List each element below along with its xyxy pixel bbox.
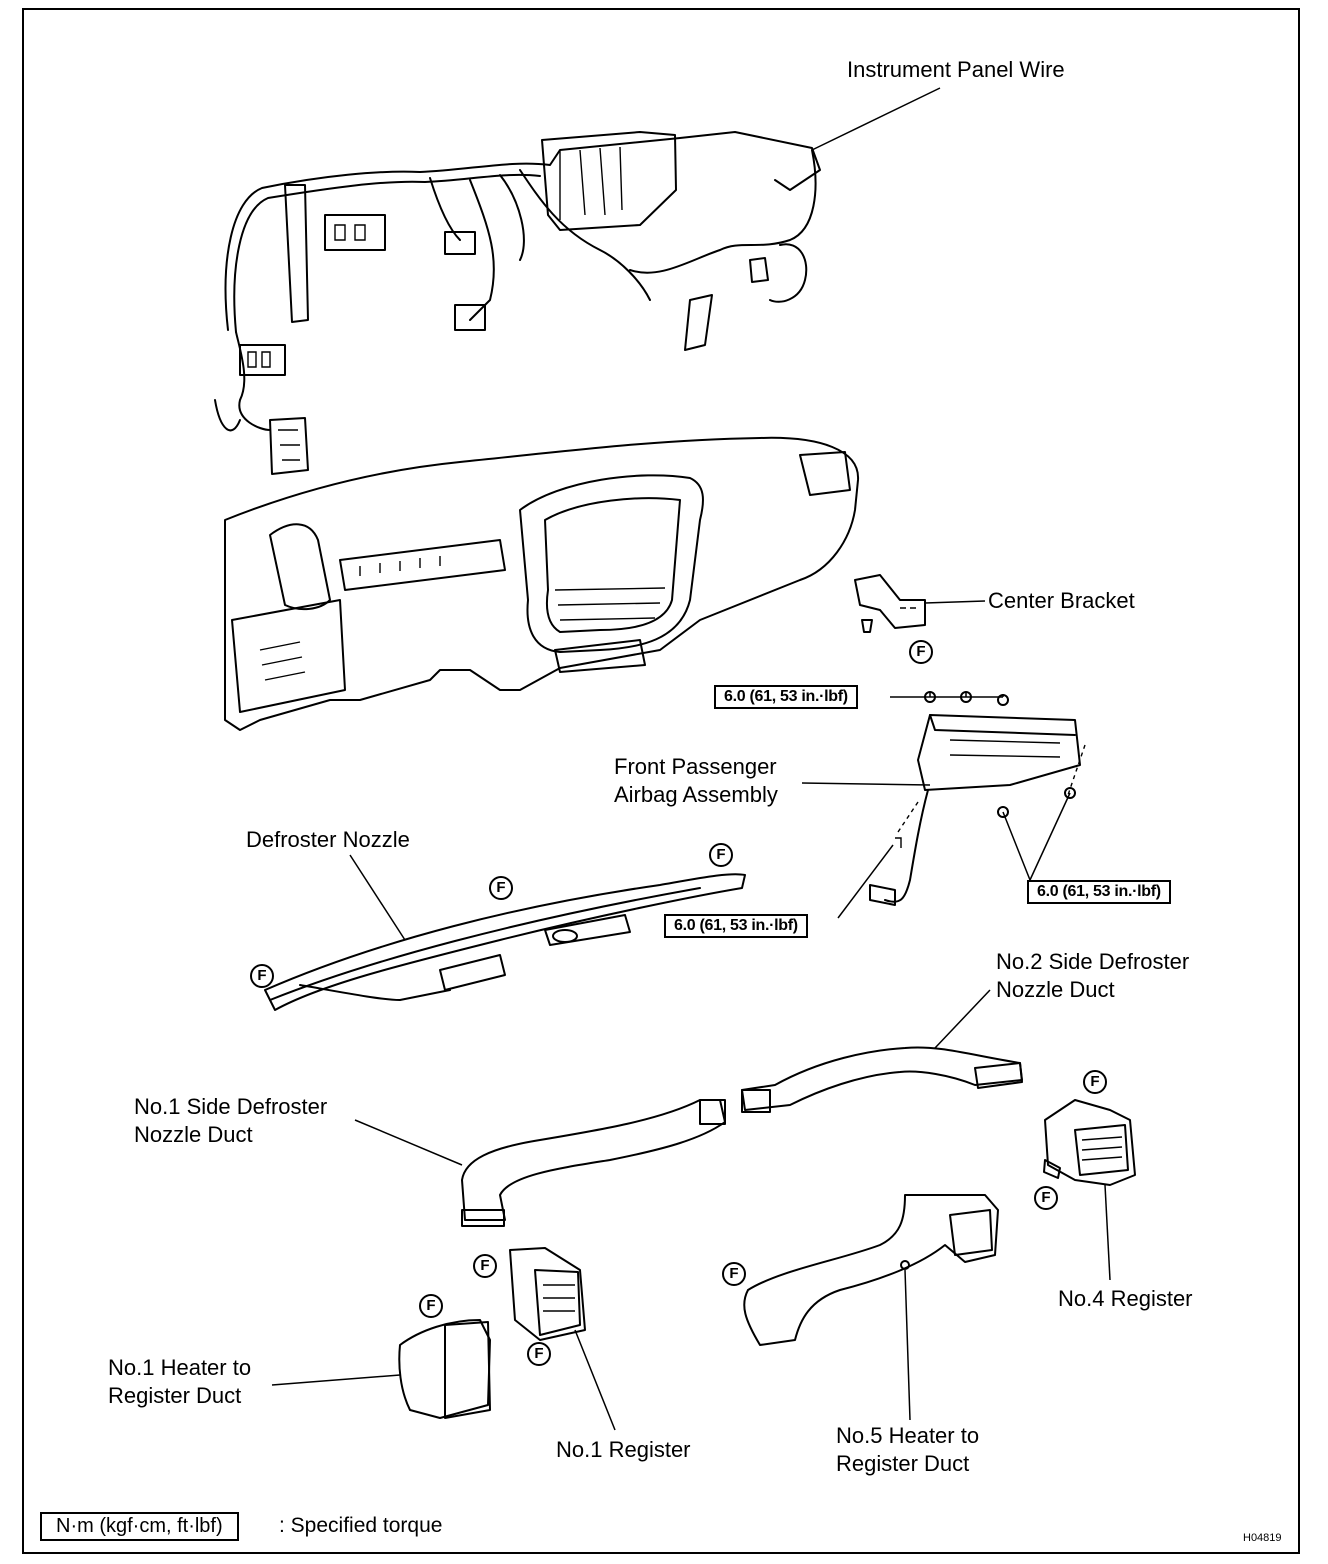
label-no2-side-defroster-line1: No.2 Side Defroster bbox=[996, 949, 1190, 974]
figure-code: H04819 bbox=[1243, 1532, 1282, 1544]
clip-marker: F bbox=[1034, 1186, 1058, 1210]
instrument-panel-wire-drawing bbox=[214, 131, 821, 475]
label-no2-side-defroster-line2: Nozzle Duct bbox=[996, 977, 1115, 1002]
label-no1-register: No.1 Register bbox=[556, 1437, 691, 1462]
label-center-bracket: Center Bracket bbox=[988, 588, 1135, 613]
no2-side-defroster-duct-drawing bbox=[741, 989, 1023, 1113]
clip-marker: F bbox=[527, 1342, 551, 1366]
torque-spec-top: 6.0 (61, 53 in.·lbf) bbox=[714, 685, 858, 709]
label-no1-side-defroster-line2: Nozzle Duct bbox=[134, 1122, 253, 1147]
label-no5-heater-duct-line2: Register Duct bbox=[836, 1451, 970, 1476]
no1-side-defroster-duct-drawing bbox=[354, 1099, 726, 1227]
figure-frame bbox=[22, 8, 1300, 1554]
center-bracket-drawing bbox=[854, 574, 986, 633]
clip-marker: F bbox=[489, 876, 513, 900]
airbag-assembly-drawing bbox=[801, 691, 1086, 919]
label-no1-side-defroster-line1: No.1 Side Defroster bbox=[134, 1094, 328, 1119]
clip-marker: F bbox=[419, 1294, 443, 1318]
clip-marker: F bbox=[709, 843, 733, 867]
clip-marker: F bbox=[722, 1262, 746, 1286]
label-no5-heater-duct-line1: No.5 Heater to bbox=[836, 1423, 980, 1448]
clip-marker: F bbox=[250, 964, 274, 988]
torque-spec-right: 6.0 (61, 53 in.·lbf) bbox=[1027, 880, 1171, 904]
clip-marker: F bbox=[473, 1254, 497, 1278]
label-defroster-nozzle: Defroster Nozzle bbox=[246, 827, 410, 852]
defroster-nozzle-drawing bbox=[264, 854, 746, 1011]
torque-spec-left: 6.0 (61, 53 in.·lbf) bbox=[664, 914, 808, 938]
legend-torque-unit-box: N·m (kgf·cm, ft·lbf) bbox=[40, 1512, 239, 1541]
label-no1-heater-duct-line2: Register Duct bbox=[108, 1383, 242, 1408]
label-front-passenger-airbag-line1: Front Passenger bbox=[614, 754, 777, 779]
legend-torque-description: : Specified torque bbox=[279, 1514, 443, 1537]
no4-register-drawing bbox=[1043, 1099, 1136, 1281]
clip-marker: F bbox=[1083, 1070, 1107, 1094]
clip-marker: F bbox=[909, 640, 933, 664]
no1-register-drawing bbox=[509, 1247, 616, 1431]
label-no4-register: No.4 Register bbox=[1058, 1286, 1193, 1311]
label-front-passenger-airbag-line2: Airbag Assembly bbox=[614, 782, 778, 807]
label-no1-heater-duct-line1: No.1 Heater to bbox=[108, 1355, 252, 1380]
label-instrument-panel-wire: Instrument Panel Wire bbox=[847, 57, 1065, 82]
no5-heater-duct-drawing bbox=[743, 1194, 999, 1421]
instrument-panel-drawing bbox=[224, 436, 860, 731]
no1-heater-duct-drawing bbox=[271, 1319, 491, 1419]
